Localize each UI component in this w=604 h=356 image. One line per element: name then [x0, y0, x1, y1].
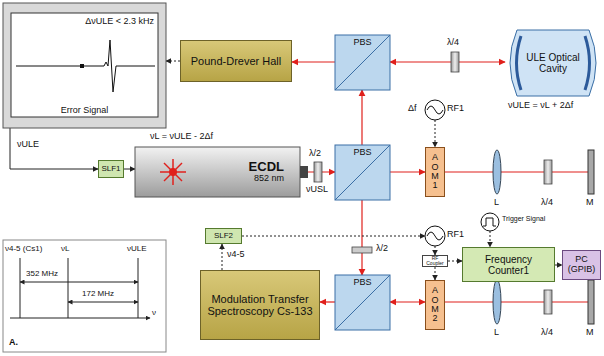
node-text: PC (GPIB) [564, 255, 599, 275]
signal-line [435, 246, 436, 255]
node-text: 852 nm [254, 174, 284, 184]
frequency-label: Δf [408, 104, 417, 114]
modulator-box: AOM2 [425, 280, 445, 330]
waveplate-label: λ/4 [447, 38, 459, 48]
node-text: ECDL [249, 160, 284, 174]
laser-beam [390, 61, 505, 62]
process-box: Pound-Drever Hall [180, 40, 292, 82]
node-text: PBS [351, 278, 373, 288]
signal-line [448, 261, 462, 262]
filter-box: SLF1 [98, 160, 124, 178]
optical-cavity: ULE Optical Cavity [505, 30, 601, 96]
frequency-relation: νL = νULE - 2Δf [150, 132, 213, 142]
signal-line [166, 61, 180, 62]
laser-box: ECDL852 nm [135, 147, 300, 197]
process-box: Modulation Transfer Spectroscopy Cs-133 [200, 270, 320, 340]
mirror-label: M [586, 328, 594, 338]
waveplate-label: λ/2 [376, 244, 388, 254]
signal-line [435, 120, 436, 147]
beam-splitter: PBS [335, 145, 390, 200]
frequency-inset [3, 240, 166, 352]
laser-beam [361, 90, 362, 145]
node-text: AOM1 [431, 153, 440, 191]
rf-source: RF1 [425, 226, 445, 246]
laser-beam [390, 301, 425, 302]
node-text: PBS [351, 38, 373, 48]
beam-label: νUSL [306, 185, 328, 195]
lenses [493, 150, 501, 324]
laser-beam [292, 61, 335, 62]
level-label: νL [61, 245, 69, 254]
node-text: Error Signal [61, 106, 109, 116]
frequency-relation: νULE = νL + 2Δf [508, 101, 573, 111]
laser-beam [390, 171, 425, 172]
node-text: Modulation Transfer Spectroscopy Cs-133 [204, 293, 316, 317]
modulator-box: AOM1 [425, 147, 445, 197]
ule-cavity [510, 30, 596, 96]
lens-label: L [494, 328, 499, 338]
pbs-cubes [335, 35, 390, 330]
beam-splitter: PBS [335, 35, 390, 90]
lens-label: L [494, 198, 499, 208]
waveplate-label: λ/4 [541, 198, 553, 208]
dimension: 352 MHz [26, 270, 58, 279]
node-text: Frequency Counter1 [465, 254, 552, 276]
node-text: AOM2 [431, 286, 440, 324]
node-text: A. [9, 338, 18, 348]
node-text: ULE Optical Cavity [521, 52, 585, 74]
trigger-source: Trigger Signal [481, 213, 499, 231]
rf-source: RF1 [425, 100, 445, 120]
computer-box: PC (GPIB) [562, 250, 601, 280]
signal-line [222, 244, 223, 270]
signal-line [242, 236, 425, 237]
signal-line [124, 169, 135, 170]
counter-box: Frequency Counter1 [462, 247, 555, 282]
level-label: ν4-5 (Cs1) [5, 245, 42, 254]
wave-plates [314, 52, 552, 314]
beam-splitter: PBS [335, 275, 390, 330]
signal-line [490, 231, 491, 247]
signal-line [10, 128, 98, 169]
oscilloscope-screen: ΔνULE < 2.3 kHzError Signal [3, 3, 166, 128]
node-text: Trigger Signal [502, 215, 545, 223]
signal-line [435, 267, 436, 280]
filter-box: SLF2 [205, 228, 242, 244]
coupler-box: RF Coupler [422, 255, 448, 267]
node-text: PBS [351, 148, 373, 158]
axis-label: ν [152, 309, 156, 318]
waveplate-label: λ/2 [309, 149, 321, 159]
node-text: ΔνULE < 2.3 kHz [85, 17, 154, 27]
node-text: RF1 [447, 104, 464, 114]
signal-label: ν4-5 [226, 250, 246, 260]
node-text: RF1 [447, 230, 464, 240]
mirrors [588, 150, 594, 324]
dimension: 172 MHz [82, 290, 114, 299]
signal-label: νULE [16, 140, 40, 150]
node-text: Pound-Drever Hall [191, 55, 281, 67]
laser-beam [320, 301, 335, 302]
node-text: SLF1 [101, 165, 120, 174]
node-text: SLF2 [214, 232, 233, 241]
node-text: RF Coupler [424, 256, 446, 266]
mirror-label: M [586, 198, 594, 208]
beams-to-mirrors [445, 172, 588, 302]
laser-beam [361, 200, 362, 275]
level-label: νULE [127, 245, 147, 254]
rf-sources [425, 100, 499, 246]
signal-line [555, 265, 562, 266]
laser-head [135, 147, 308, 197]
oscilloscope [3, 3, 166, 128]
waveplate-label: λ/4 [541, 328, 553, 338]
